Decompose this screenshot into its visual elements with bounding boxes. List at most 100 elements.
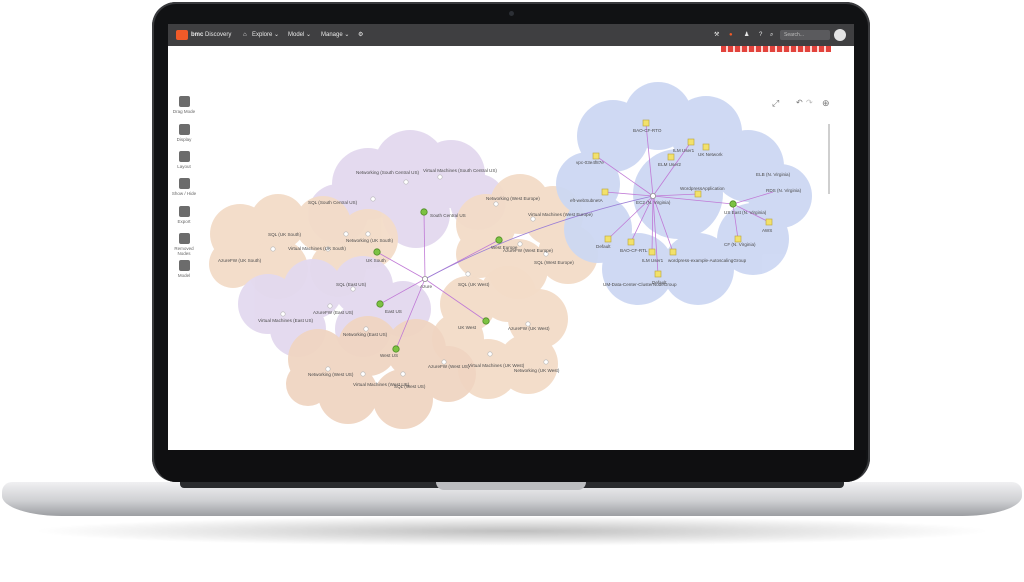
azure-root-node[interactable] xyxy=(421,275,428,282)
label-aws-node-9: Default xyxy=(596,244,611,249)
trackpad-notch xyxy=(436,482,586,490)
cloud-aws xyxy=(556,82,812,305)
app-screen: bmc Discovery ⌂ Explore ⌄ Model ⌄ Manage… xyxy=(168,24,854,452)
label-net-we: Networking (West Europe) xyxy=(486,196,540,201)
home-icon[interactable]: ⌂ xyxy=(243,32,247,38)
label-aws-node-4: ELM User2 xyxy=(658,162,681,167)
zoom-in-icon[interactable]: ⊕ xyxy=(822,98,830,108)
tool-removed-nodes[interactable]: Removed Nodes xyxy=(168,233,200,263)
drag-icon xyxy=(178,96,190,107)
label-fw-ukw: AzureFW (UK West) xyxy=(508,326,550,331)
label-aws-node-5: WordpressApplication xyxy=(680,186,725,191)
search-icon[interactable]: ⌕ xyxy=(770,32,774,38)
label-aws-node-11: ILM User1 xyxy=(642,258,664,263)
tool-display[interactable]: Display xyxy=(168,124,200,154)
aws-hub-node[interactable] xyxy=(649,192,656,199)
label-net-eus: Networking (East US) xyxy=(343,332,388,337)
label-aws-node-3: UK Network xyxy=(698,152,723,157)
label-aws-node-2: vpc-03e4f87e xyxy=(576,160,604,165)
label-vm-wus: Virtual Machines (West US) xyxy=(353,382,410,387)
fit-to-screen-icon[interactable]: ⤢ xyxy=(772,98,780,108)
label-fw-wus: AzureFW (West US) xyxy=(428,364,470,369)
alert-banner xyxy=(721,46,831,52)
redo-icon[interactable]: ↷ xyxy=(806,98,813,107)
menu-explore[interactable]: Explore ⌄ xyxy=(252,32,280,38)
cloud-west-us xyxy=(286,316,476,429)
tool-show-hide[interactable]: Show / Hide xyxy=(168,178,200,208)
label-networking-scus: Networking (South Central US) xyxy=(356,170,420,175)
label-sql-ukw: SQL (UK West) xyxy=(458,282,490,287)
label-aws-node-6: ELB (N. Virginia) xyxy=(756,172,791,177)
aws-nodes xyxy=(592,119,773,278)
label-aws-node-1: ILM User1 xyxy=(673,148,695,153)
menu-model[interactable]: Model ⌄ xyxy=(288,32,312,38)
removed-nodes-icon xyxy=(178,233,190,244)
label-sql-wus: SQL (West US) xyxy=(394,384,426,389)
label-ec2-hub: EC2 (N. Virginia) xyxy=(636,200,671,205)
label-vm-ukw: Virtual Machines (UK West) xyxy=(468,363,525,368)
label-aws-node-15: Default xyxy=(652,280,667,285)
bmc-logo-icon xyxy=(176,30,188,40)
undo-icon[interactable]: ↶ xyxy=(796,98,803,107)
label-sql-eus: SQL (East US) xyxy=(336,282,367,287)
label-aws-node-14: AWS xyxy=(762,228,772,233)
label-us-east-region: US East (N. Virginia) xyxy=(724,210,767,215)
label-fw-uks: AzureFW (UK South) xyxy=(218,258,262,263)
label-aws-node-7: RDS (N. Virginia) xyxy=(766,188,802,193)
search-input[interactable]: Search... xyxy=(780,30,830,40)
graph-edges xyxy=(376,123,774,350)
tool-palette: Drag Mode Display Layout Show / Hide Exp… xyxy=(168,96,200,316)
label-west-europe: West Europe xyxy=(491,245,518,250)
label-vm-eus: Virtual Machines (East US) xyxy=(258,318,314,323)
label-aws-node-8: eft-webSubnetA xyxy=(570,198,604,203)
brand-name: bmc xyxy=(191,32,204,38)
tool-model[interactable]: Model xyxy=(168,260,200,290)
laptop-shadow xyxy=(30,516,994,546)
label-uk-south: UK South xyxy=(366,258,386,263)
label-vm-we: Virtual Machines (West Europe) xyxy=(528,212,593,217)
label-south-central-us: South Central US xyxy=(430,213,466,218)
label-sql-scus: SQL (South Central US) xyxy=(308,200,358,205)
label-fw-eus: AzureFW (East US) xyxy=(313,310,354,315)
export-icon xyxy=(178,206,190,217)
label-aws-node-10: BAO-CF-RTL xyxy=(620,248,648,253)
menu-manage[interactable]: Manage ⌄ xyxy=(321,32,350,38)
label-aws-node-13: CF (N. Virginia) xyxy=(724,242,756,247)
label-net-wus: Networking (West US) xyxy=(308,372,354,377)
user-icon[interactable]: ♟ xyxy=(744,32,750,38)
label-net-uks: Networking (UK South) xyxy=(346,238,393,243)
zoom-slider[interactable] xyxy=(828,124,830,194)
label-fw-we: AzureFW (West Europe) xyxy=(503,248,553,253)
label-vm-uks: Virtual Machines (UK South) xyxy=(288,246,346,251)
hub-nodes xyxy=(373,200,737,353)
settings-gear-icon[interactable]: ⚙ xyxy=(358,32,364,38)
label-net-ukw: Networking (UK West) xyxy=(514,368,560,373)
graph-navigation: ⤢ ↶ ↷ ⊕ xyxy=(768,98,830,198)
layout-icon xyxy=(178,151,190,162)
show-hide-icon xyxy=(178,178,190,189)
label-aws-node-0: BAO-CF-RTO xyxy=(633,128,662,133)
laptop-chin xyxy=(156,450,866,482)
laptop-lid: bmc Discovery ⌂ Explore ⌄ Model ⌄ Manage… xyxy=(152,2,870,482)
help-icon[interactable]: ? xyxy=(759,32,763,38)
alert-icon[interactable]: ● xyxy=(729,32,733,38)
label-east-us: East US xyxy=(385,309,402,314)
label-west-us: West US xyxy=(380,353,398,358)
tool-drag-mode[interactable]: Drag Mode xyxy=(168,96,200,126)
label-aws-node-12: wordpress-example-AutoscalingGroup xyxy=(668,258,747,263)
top-navigation-bar: bmc Discovery ⌂ Explore ⌄ Model ⌄ Manage… xyxy=(168,24,854,46)
label-uk-west: UK West xyxy=(458,325,477,330)
leaf-nodes xyxy=(270,174,549,377)
tools-icon[interactable]: ⚒ xyxy=(714,32,720,38)
camera-dot xyxy=(509,11,514,16)
tool-layout[interactable]: Layout xyxy=(168,151,200,181)
model-icon xyxy=(178,260,190,271)
label-azure-root: Azure xyxy=(420,284,432,289)
label-vm-scus: Virtual Machines (South Central US) xyxy=(423,168,497,173)
avatar[interactable] xyxy=(834,29,846,41)
label-sql-uks: SQL (UK South) xyxy=(268,232,301,237)
label-sql-we: SQL (West Europe) xyxy=(534,260,574,265)
label-aws-node-16: UM-Data-Center-ClusterNodeGroup xyxy=(603,282,677,287)
topology-graph[interactable]: South Central US Networking (South Centr… xyxy=(168,24,854,452)
tool-export[interactable]: Export xyxy=(168,206,200,236)
